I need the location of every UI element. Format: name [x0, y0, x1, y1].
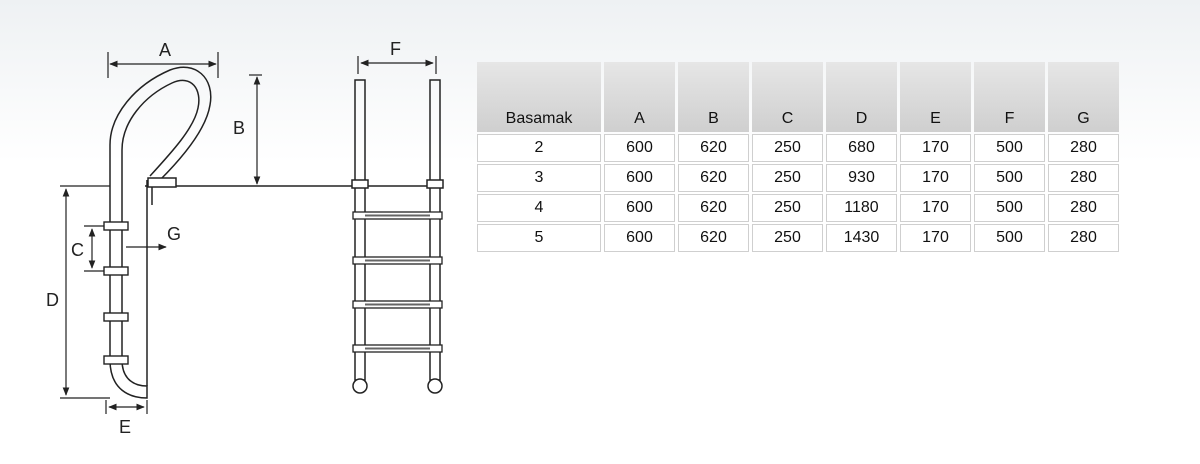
table-cell: 1180 — [826, 194, 897, 222]
table-cell: 500 — [974, 134, 1045, 162]
table-cell: 500 — [974, 164, 1045, 192]
label-b: B — [233, 118, 245, 138]
table-cell: 3 — [477, 164, 601, 192]
table-cell: 620 — [678, 224, 749, 252]
column-header-e: E — [900, 62, 971, 132]
table-cell: 1430 — [826, 224, 897, 252]
column-header-basamak: Basamak — [477, 62, 601, 132]
table-row: 3 600 620 250 930 170 500 280 — [477, 164, 1119, 192]
label-c: C — [71, 240, 84, 260]
table-cell: 170 — [900, 224, 971, 252]
dimension-f — [357, 56, 437, 74]
table-cell: 250 — [752, 134, 823, 162]
table-cell: 170 — [900, 164, 971, 192]
column-header-d: D — [826, 62, 897, 132]
label-f: F — [390, 39, 401, 59]
table-cell: 280 — [1048, 194, 1119, 222]
label-d: D — [46, 290, 59, 310]
table-cell: 620 — [678, 164, 749, 192]
column-header-g: G — [1048, 62, 1119, 132]
table-row: 5 600 620 250 1430 170 500 280 — [477, 224, 1119, 252]
table-cell: 500 — [974, 224, 1045, 252]
dimensions-table: Basamak A B C D E F G 2 600 620 250 680 … — [474, 60, 1122, 254]
table-cell: 170 — [900, 194, 971, 222]
table-cell: 930 — [826, 164, 897, 192]
dimension-c — [84, 225, 104, 272]
column-header-a: A — [604, 62, 675, 132]
table-cell: 250 — [752, 194, 823, 222]
label-e: E — [119, 417, 131, 437]
table-cell: 600 — [604, 134, 675, 162]
table-row: 4 600 620 250 1180 170 500 280 — [477, 194, 1119, 222]
table-cell: 280 — [1048, 164, 1119, 192]
side-view-steps — [103, 221, 129, 365]
dimension-d — [60, 185, 110, 399]
table-header-row: Basamak A B C D E F G — [477, 62, 1119, 132]
table-cell: 500 — [974, 194, 1045, 222]
dimension-e — [105, 400, 148, 414]
table-cell: 620 — [678, 134, 749, 162]
table-cell: 280 — [1048, 134, 1119, 162]
front-view-ladder — [351, 79, 444, 394]
column-header-c: C — [752, 62, 823, 132]
label-a: A — [159, 40, 171, 60]
side-view-ladder — [109, 66, 212, 399]
table-cell: 620 — [678, 194, 749, 222]
front-view-steps — [352, 211, 443, 353]
table-cell: 250 — [752, 224, 823, 252]
table-cell: 5 — [477, 224, 601, 252]
table-cell: 2 — [477, 134, 601, 162]
column-header-f: F — [974, 62, 1045, 132]
table-cell: 170 — [900, 134, 971, 162]
dimension-b — [249, 74, 262, 185]
table-cell: 600 — [604, 194, 675, 222]
table-cell: 250 — [752, 164, 823, 192]
ladder-diagram: A B F D C G E — [46, 39, 444, 437]
table-cell: 4 — [477, 194, 601, 222]
table-cell: 600 — [604, 164, 675, 192]
table-row: 2 600 620 250 680 170 500 280 — [477, 134, 1119, 162]
column-header-b: B — [678, 62, 749, 132]
dimension-a — [107, 52, 219, 78]
label-g: G — [167, 224, 181, 244]
table-cell: 680 — [826, 134, 897, 162]
table-cell: 600 — [604, 224, 675, 252]
table-cell: 280 — [1048, 224, 1119, 252]
